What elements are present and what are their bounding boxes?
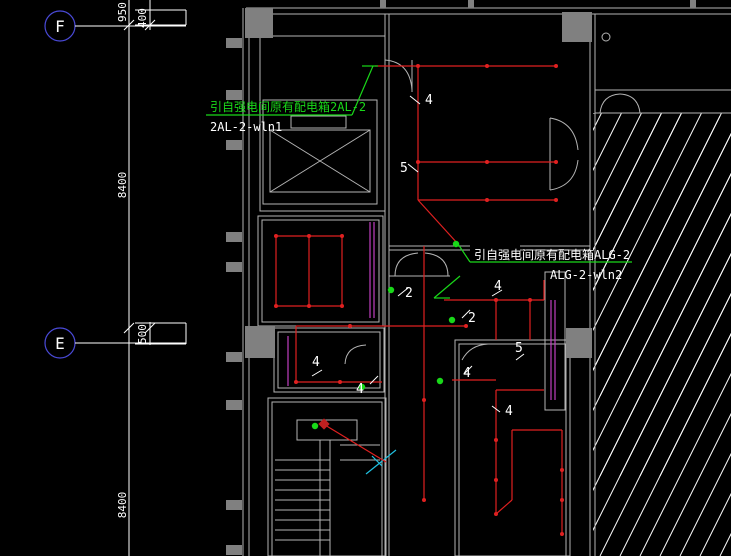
- dim-950: 950: [116, 2, 129, 22]
- wire-nodes: [274, 64, 564, 536]
- fixture-symbol: [318, 418, 330, 430]
- wiring: [275, 65, 563, 534]
- wire-count-ticks: [311, 95, 525, 413]
- wire-count-e: 2: [468, 311, 476, 326]
- wire-count-a: 4: [425, 93, 433, 108]
- wire-count-c: 2: [405, 286, 413, 301]
- axis-e-label: E: [55, 334, 65, 353]
- wire-count-i: 4: [463, 366, 471, 381]
- axis-e: E: [44, 327, 186, 359]
- axis-f: F: [44, 10, 186, 42]
- leader-lines: [206, 65, 632, 299]
- accent-lines: [287, 222, 556, 475]
- walls: [242, 7, 731, 556]
- dim-400: 400: [136, 8, 149, 28]
- panel-2al-note: 引自强电间原有配电箱2AL-2: [210, 99, 366, 114]
- panel-2al-circuit: 2AL-2-wln1: [210, 120, 282, 134]
- wire-count-f: 4: [312, 355, 320, 370]
- wire-count-d: 4: [494, 279, 502, 294]
- hatched-area: [593, 113, 731, 556]
- panel-alg-circuit: ALG-2-wln2: [550, 268, 622, 282]
- dim-8400-upper: 8400: [116, 172, 129, 199]
- junction-markers: [311, 240, 460, 430]
- wire-count-j: 4: [505, 404, 513, 419]
- wire-count-h: 5: [515, 341, 523, 356]
- wire-count-g: 4: [356, 382, 364, 397]
- columns: [226, 0, 696, 555]
- axis-f-label: F: [55, 17, 65, 36]
- panel-alg-note: 引自强电间原有配电箱ALG-2: [474, 247, 630, 262]
- dimension-lines: [123, 0, 187, 556]
- dim-500: 500: [136, 324, 149, 344]
- dim-8400-lower: 8400: [116, 492, 129, 519]
- wire-count-b: 5: [400, 161, 408, 176]
